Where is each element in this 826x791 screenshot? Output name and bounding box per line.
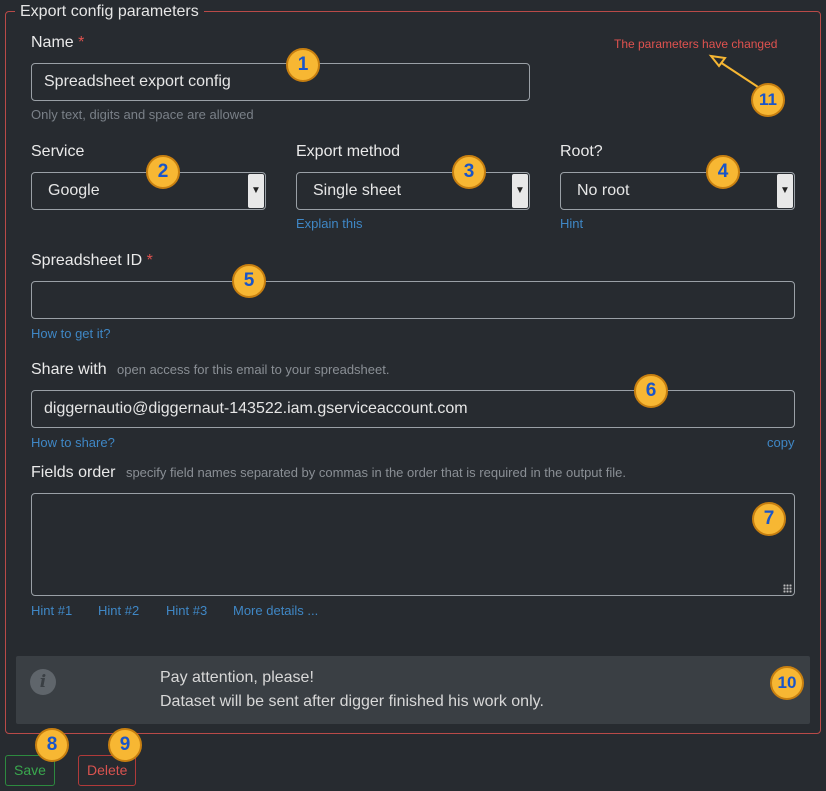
callout-3: 3 [452,155,486,189]
required-mark: * [146,252,153,269]
alert-title: Pay attention, please! [160,669,314,686]
fields-order-hint: specify field names separated by commas … [125,465,626,480]
chevron-down-icon: ▼ [248,174,264,208]
fields-order-label-text: Fields order [31,464,116,481]
hint-2-link[interactable]: Hint #2 [98,603,140,618]
name-input[interactable]: Spreadsheet export config [31,63,530,101]
service-selected: Google [48,182,100,199]
callout-2: 2 [146,155,180,189]
how-to-share-link[interactable]: How to share? [31,435,115,450]
callout-4: 4 [706,155,740,189]
alert-text: Dataset will be sent after digger finish… [160,693,544,710]
callout-6: 6 [634,374,668,408]
name-label-text: Name [31,34,74,51]
delete-button[interactable]: Delete [78,755,137,786]
hint-3-link[interactable]: Hint #3 [166,603,208,618]
callout-9: 9 [108,728,142,762]
share-with-email-field[interactable]: diggernautio@diggernaut-143522.iam.gserv… [31,390,795,428]
callout-1: 1 [286,48,320,82]
copy-email-link[interactable]: copy [767,435,795,450]
fields-order-label: Fields order specify field names separat… [31,464,626,482]
explain-this-link[interactable]: Explain this [296,216,363,231]
export-method-select[interactable]: Single sheet ▼ [296,172,530,210]
info-icon: i [30,669,56,695]
callout-5: 5 [232,264,266,298]
callout-11: 11 [751,83,785,117]
share-with-label-text: Share with [31,361,107,378]
service-label: Service [31,143,85,160]
root-select[interactable]: No root ▼ [560,172,795,210]
chevron-down-icon: ▼ [512,174,528,208]
save-button[interactable]: Save [5,755,55,786]
parameters-changed-notice: The parameters have changed [614,37,778,51]
resize-grip-icon[interactable] [783,584,792,593]
attention-alert: i Pay attention, please! Dataset will be… [16,656,810,724]
hint-1-link[interactable]: Hint #1 [31,603,73,618]
root-selected: No root [577,182,630,199]
more-details-link[interactable]: More details ... [233,603,319,618]
root-hint-link[interactable]: Hint [560,216,584,231]
spreadsheet-id-label-text: Spreadsheet ID [31,252,143,269]
chevron-down-icon: ▼ [777,174,793,208]
share-with-hint: open access for this email to your sprea… [117,362,390,377]
fields-order-textarea[interactable] [31,493,795,596]
callout-10: 10 [770,666,804,700]
export-config-fieldset [5,11,821,734]
spreadsheet-id-input[interactable] [31,281,795,319]
export-method-label: Export method [296,143,401,160]
root-label: Root? [560,143,603,160]
how-to-get-it-link[interactable]: How to get it? [31,326,111,341]
name-label: Name * [31,34,84,52]
export-method-selected: Single sheet [313,182,402,199]
share-with-label: Share with open access for this email to… [31,361,389,379]
fieldset-legend: Export config parameters [15,3,204,21]
required-mark: * [78,34,85,51]
callout-7: 7 [752,502,786,536]
callout-8: 8 [35,728,69,762]
name-help: Only text, digits and space are allowed [31,107,254,122]
spreadsheet-id-label: Spreadsheet ID * [31,252,153,270]
